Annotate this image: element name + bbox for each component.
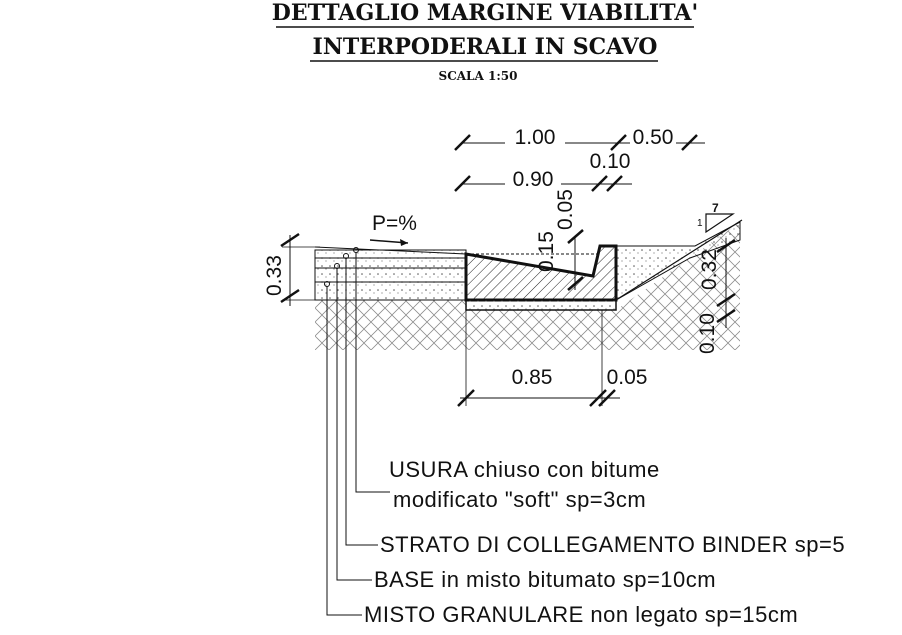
dim-tick-050-b	[681, 134, 698, 151]
title-line-2: INTERPODERALI IN SCAVO	[313, 34, 658, 60]
dim-label-010-top: 0.10	[590, 150, 631, 173]
dim-label-090: 0.90	[513, 168, 554, 191]
leader-binder	[345, 258, 378, 546]
dim-label-050: 0.50	[633, 126, 674, 149]
dim-tick-085-a	[457, 389, 475, 407]
note-usura-line2: modificato "soft" sp=3cm	[393, 487, 646, 512]
pavement-binder	[314, 257, 467, 269]
slope-ratio-rise: 1	[697, 218, 703, 229]
dim-label-005-bottom: 0.05	[607, 366, 648, 389]
dim-tick-010-b	[606, 175, 623, 192]
dim-tick-032-a	[716, 238, 736, 254]
dim-tick-100-a	[454, 134, 471, 151]
leader-base	[336, 268, 372, 581]
dim-tick-090-a	[454, 175, 471, 192]
dim-tick-033-a	[280, 232, 300, 248]
pavement-base	[314, 267, 467, 283]
slope-arrow-head	[400, 239, 408, 246]
pavement-usura	[314, 249, 467, 259]
slope-ratio-triangle	[705, 213, 735, 234]
gutter-base-slab	[465, 299, 617, 311]
dim-tick-015-b	[567, 276, 584, 291]
pavement-top-edge	[314, 246, 467, 255]
note-base: BASE in misto bitumato sp=10cm	[374, 567, 716, 592]
note-misto: MISTO GRANULARE non legato sp=15cm	[364, 602, 798, 627]
scale-label: SCALA 1:50	[439, 69, 518, 83]
leader-usura	[355, 252, 390, 493]
dim-label-100: 1.00	[515, 126, 556, 149]
slope-label: P=%	[372, 212, 417, 235]
dim-label-032: 0.32	[698, 249, 721, 290]
dim-tick-010r-b	[716, 308, 736, 324]
embankment-slope	[615, 219, 743, 301]
pavement-misto	[314, 281, 467, 301]
dim-tick-005b-b	[598, 389, 616, 407]
dim-label-033: 0.33	[263, 255, 286, 296]
ground-fill	[315, 222, 740, 350]
dim-tick-090-b	[591, 175, 608, 192]
leader-misto	[326, 286, 362, 616]
note-usura-line1: USURA chiuso con bitume	[389, 457, 660, 482]
dim-tick-005v-a	[567, 229, 584, 244]
dim-label-015: 0.15	[535, 231, 558, 272]
dim-tick-085-b	[589, 389, 607, 407]
title-line-1: DETTAGLIO MARGINE VIABILITA'	[272, 0, 698, 26]
dim-label-085: 0.85	[512, 366, 553, 389]
dim-label-010-right: 0.10	[696, 313, 719, 354]
dim-label-005v: 0.05	[554, 189, 577, 230]
slope-ratio-run: 7	[712, 201, 719, 215]
note-binder: STRATO DI COLLEGAMENTO BINDER sp=5	[380, 532, 845, 557]
